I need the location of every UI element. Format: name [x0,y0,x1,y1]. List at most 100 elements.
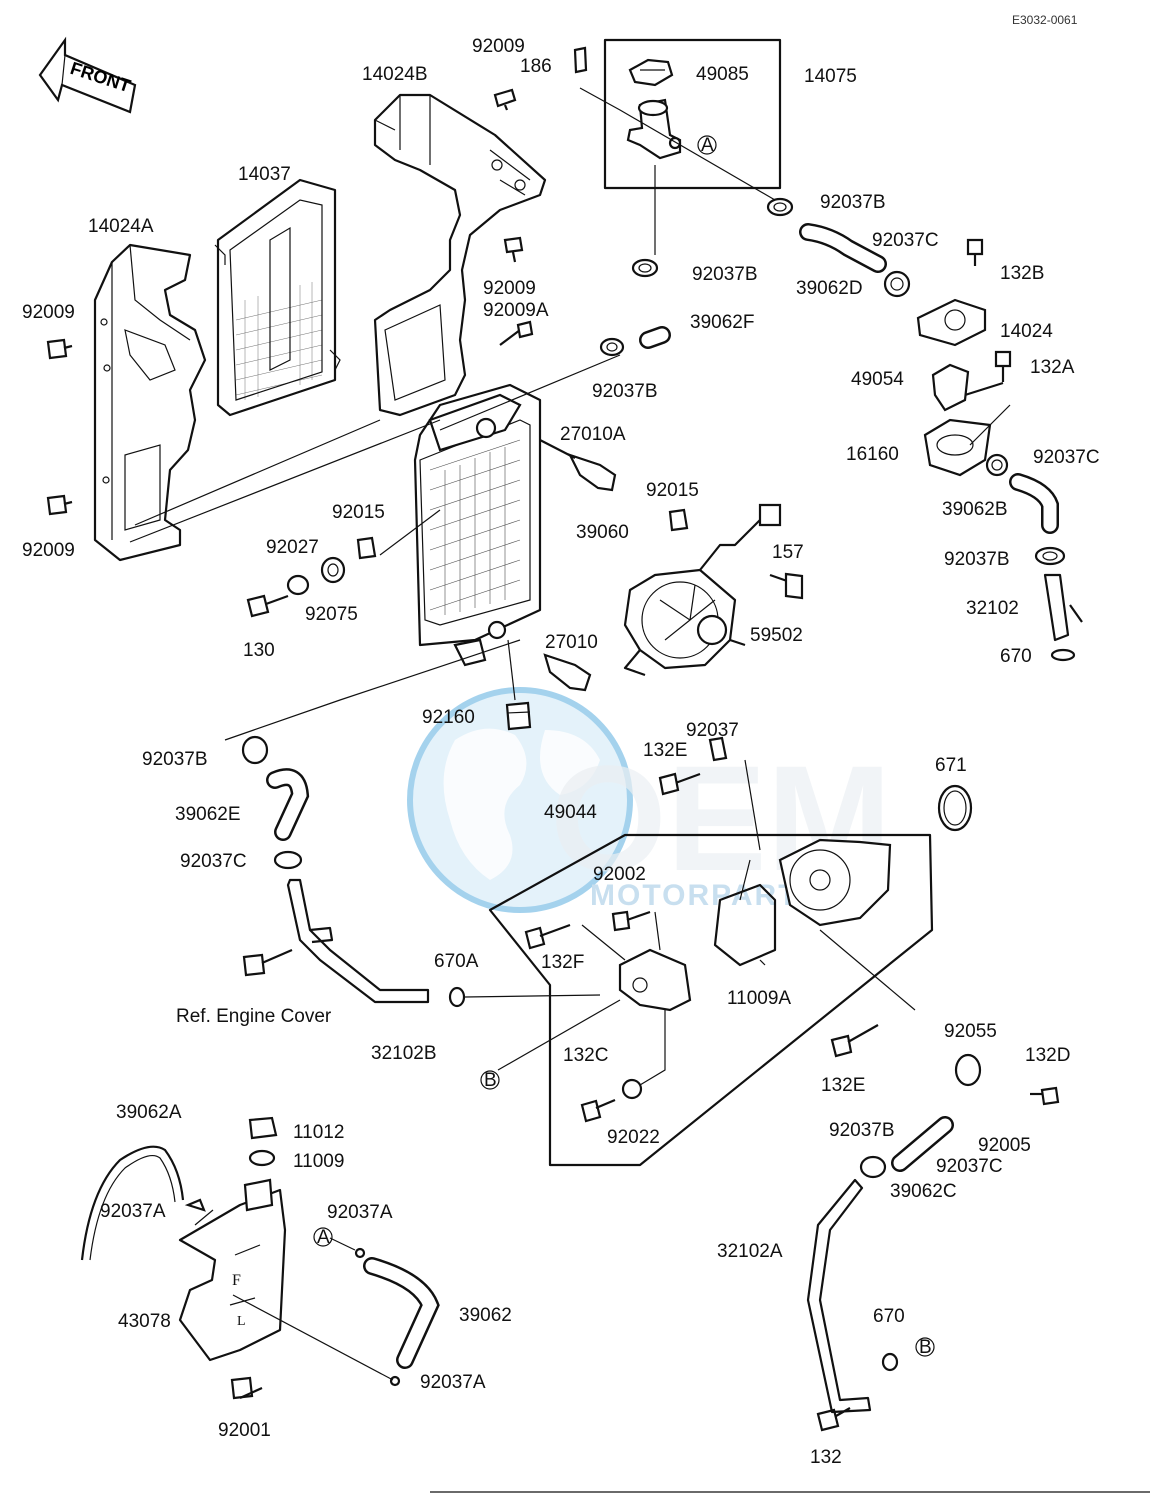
label-92022: 92022 [607,1127,660,1148]
label-132E: 132E [821,1075,865,1096]
label-132B: 132B [1000,263,1044,284]
bolt-icon [769,572,804,600]
label-92001: 92001 [218,1420,271,1441]
clamp-icon [766,197,794,217]
clamp-icon [599,337,625,357]
oem-watermark: OEM MOTORPARTS [407,687,892,913]
radiator-screen-14037 [214,178,341,417]
label-92037B: 92037B [592,381,658,402]
clamp-icon [985,453,1009,477]
label-92009: 92009 [22,302,75,323]
label-92002: 92002 [593,864,646,885]
coolant-hoses [266,223,1059,1172]
label-157: 157 [772,542,804,563]
thermostat-housing-14024 [916,298,987,347]
label-132C: 132C [563,1045,608,1066]
clamp-icon [241,735,269,765]
label-39062B: 39062B [942,499,1008,520]
label-39062C: 39062C [890,1181,957,1202]
label-39062: 39062 [459,1305,512,1326]
water-pump-assembly [488,833,934,1167]
label-92009: 92009 [483,278,536,299]
o-ring-icon [937,784,973,832]
reservoir-tank-43078: F L [178,1178,287,1362]
washer-icon [286,574,310,596]
cap-icon [248,1116,278,1140]
label-132F: 132F [541,952,584,973]
bolt-icon [966,238,984,266]
label-132: 132 [810,1447,842,1468]
bolt-icon [246,594,289,618]
clamp-icon [273,850,303,870]
label-92037C: 92037C [180,851,247,872]
bolt-icon [46,338,73,360]
clamp-icon [354,1247,366,1259]
svg-text:F: F [232,1272,241,1289]
label-14024A: 14024A [88,216,154,237]
clip-icon [668,508,689,532]
label-59502: 59502 [750,625,803,646]
bolts-and-clamps [46,88,1076,1432]
washer-icon [621,1078,643,1100]
label-92009: 92009 [22,540,75,561]
label-92037A: 92037A [420,1372,486,1393]
svg-text:B: B [484,1070,497,1091]
diagram-code: E3032-0061 [1012,13,1078,27]
leader-lines [129,87,1011,1381]
seal-icon [248,1149,276,1167]
label-32102B: 32102B [371,1043,437,1064]
label-92027: 92027 [266,537,319,558]
bolt-icon [503,236,524,263]
grommet-icon [505,701,532,731]
ref-circle-a-2: A [313,1227,333,1248]
bolt-icon [994,350,1012,382]
label-49044: 49044 [544,802,597,823]
overflow-tube-39062A [80,1145,185,1261]
temperature-switch-27010A [539,439,617,492]
label-27010A: 27010A [560,424,626,445]
label-39062D: 39062D [796,278,863,299]
label-11012: 11012 [293,1122,344,1143]
label-92075: 92075 [305,604,358,625]
svg-text:L: L [237,1314,246,1329]
label-92009: 92009 [472,36,525,57]
label-14024B: 14024B [362,64,428,85]
label-92037: 92037 [686,720,739,741]
temperature-switch-27010 [543,653,592,692]
bolt-icon [230,1376,263,1400]
label-92037B: 92037B [944,549,1010,570]
svg-text:B: B [919,1337,932,1358]
label-39062E: 39062E [175,804,241,825]
label-670A: 670A [434,951,479,972]
label-92160: 92160 [422,707,475,728]
label-92005: 92005 [978,1135,1031,1156]
bolt-icon [499,320,534,346]
bolt-icon [46,494,73,516]
water-pipes [286,573,1083,1414]
o-ring-icon [881,1352,899,1372]
o-ring-icon [1050,648,1076,662]
label-49054: 49054 [851,369,904,390]
label-92037B: 92037B [142,749,208,770]
bolt-icon [524,923,571,950]
label-92015: 92015 [646,480,699,501]
label-130: 130 [243,640,275,661]
bolt-icon [816,1407,851,1432]
label-92037B: 92037B [692,264,758,285]
ref-circle-b-2: B [915,1337,935,1358]
label-ref-engine-cover: Ref. Engine Cover [176,1006,332,1027]
label-92037B: 92037B [820,192,886,213]
label-92009A: 92009A [483,300,549,321]
bolt-icon [830,1024,879,1058]
label-132A: 132A [1030,357,1075,378]
watermark-globe-icon [407,687,633,913]
label-43078: 43078 [118,1311,171,1332]
label-32102: 32102 [966,598,1019,619]
label-14024: 14024 [1000,321,1053,342]
label-27010: 27010 [545,632,598,653]
label-670: 670 [1000,646,1032,667]
label-32102A: 32102A [717,1241,783,1262]
label-39060: 39060 [576,522,629,543]
svg-text:A: A [317,1227,330,1248]
